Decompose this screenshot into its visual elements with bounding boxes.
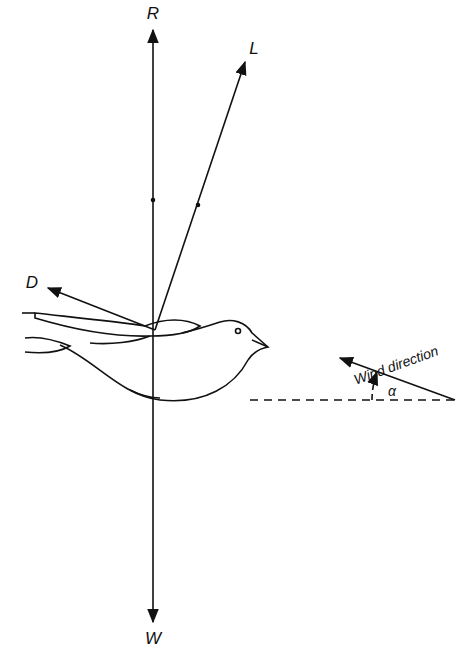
bird-wing bbox=[35, 313, 200, 336]
drag-vector bbox=[48, 288, 155, 330]
force-label: L bbox=[249, 40, 258, 57]
lift-vector bbox=[155, 62, 245, 330]
force-label: D bbox=[26, 274, 38, 291]
wind-label: Wind direction bbox=[352, 343, 440, 386]
bird-body bbox=[60, 345, 248, 401]
force-label: R bbox=[147, 5, 159, 22]
weight-vector bbox=[152, 330, 154, 622]
horizontal-reference bbox=[250, 399, 455, 401]
bird-tail bbox=[25, 337, 70, 352]
angle-label: α bbox=[388, 384, 396, 398]
force-label: W bbox=[145, 630, 161, 647]
bird-head bbox=[182, 320, 268, 360]
resultant-vector bbox=[152, 30, 154, 330]
